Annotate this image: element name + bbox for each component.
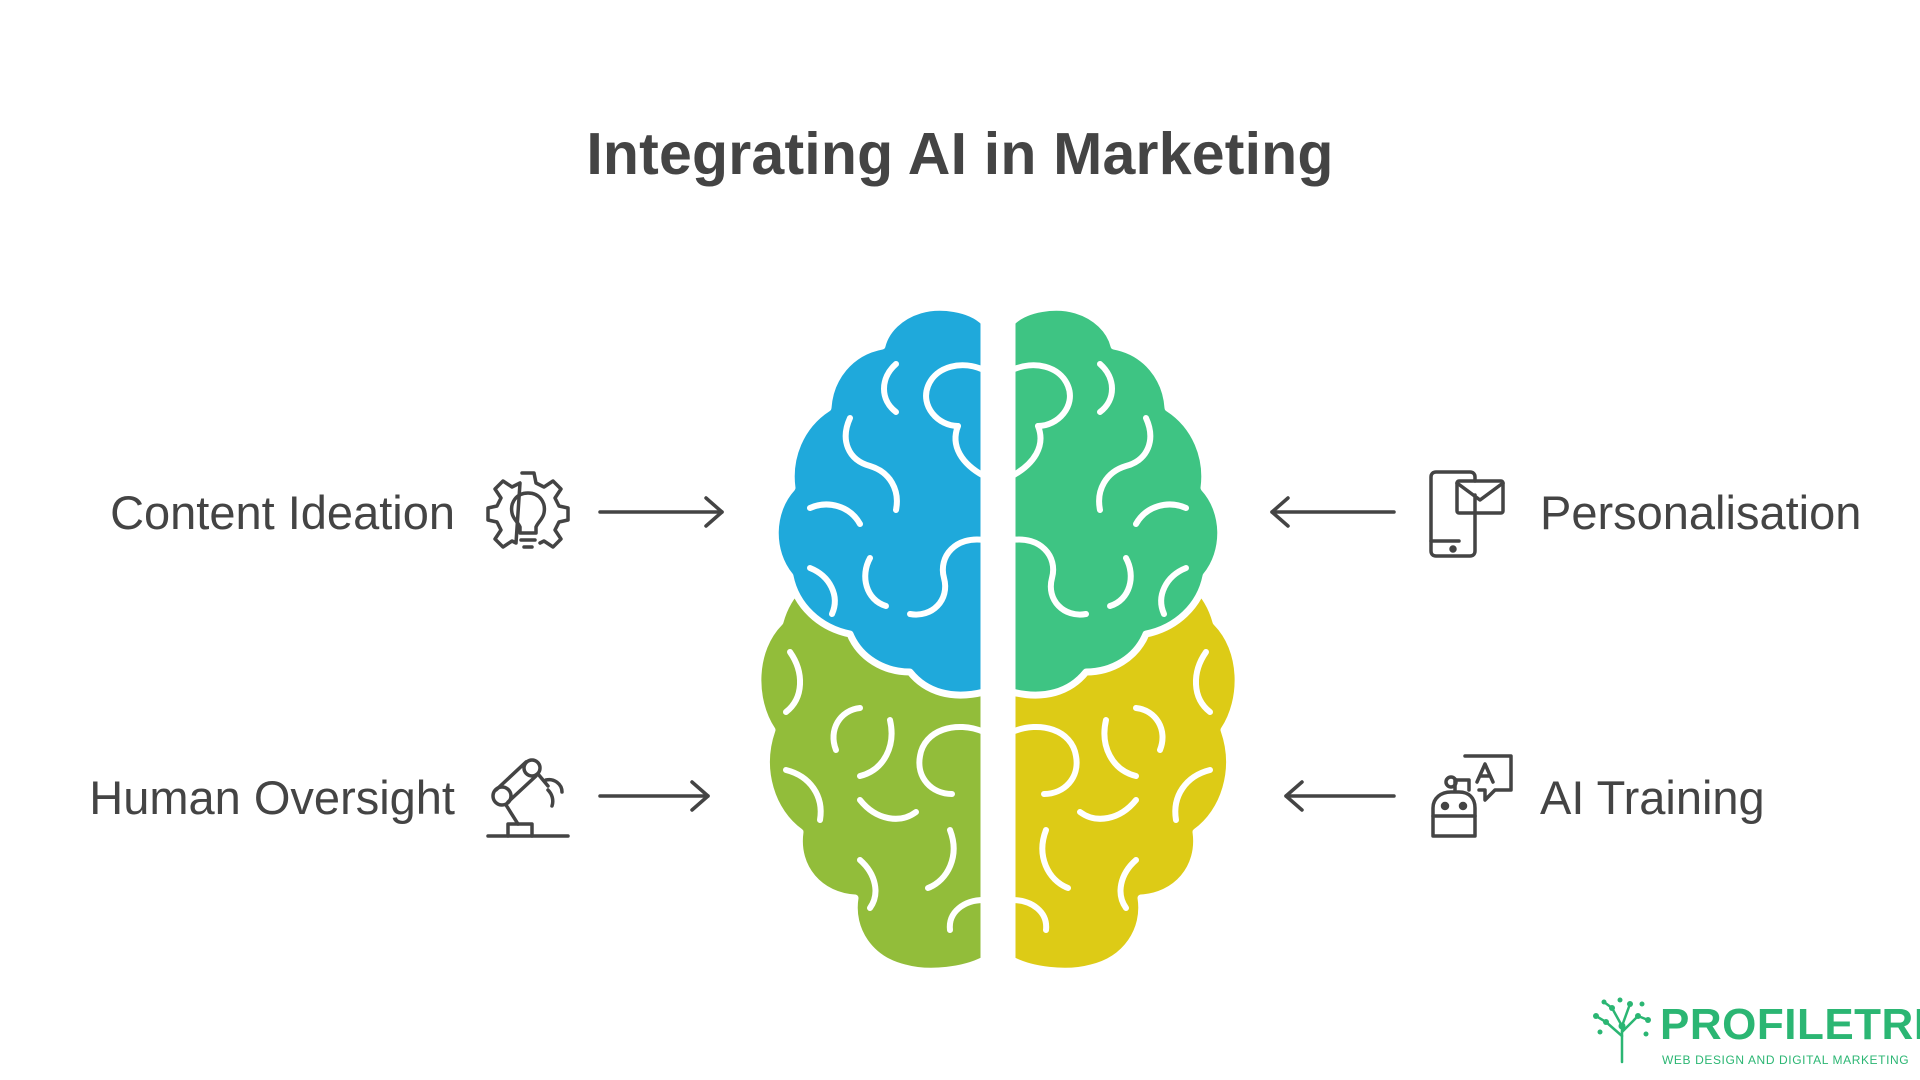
label-personalisation: Personalisation xyxy=(1540,486,1862,539)
brain-diagram xyxy=(754,303,1242,975)
label-content-ideation: Content Ideation xyxy=(110,486,455,539)
logo-tagline: WEB DESIGN AND DIGITAL MARKETING xyxy=(1662,1053,1910,1067)
logo-name: PROFILETREE xyxy=(1660,1000,1920,1049)
robot-chat-icon xyxy=(1431,754,1513,838)
label-ai-training: AI Training xyxy=(1540,771,1765,824)
arrow-left-personalisation xyxy=(1270,496,1396,528)
page-title: Integrating AI in Marketing xyxy=(586,121,1334,187)
robot-arm-icon xyxy=(486,758,570,838)
brain-section-content-ideation xyxy=(771,303,988,699)
label-human-oversight: Human Oversight xyxy=(89,771,455,824)
brain-section-personalisation xyxy=(1008,303,1225,699)
profiletree-logo-icon xyxy=(1593,997,1651,1064)
arrow-left-ai-training xyxy=(1284,780,1396,812)
gear-lightbulb-icon xyxy=(486,471,570,549)
arrow-right-content-ideation xyxy=(598,496,724,528)
phone-mail-icon xyxy=(1429,470,1505,558)
arrow-right-human-oversight xyxy=(598,780,710,812)
